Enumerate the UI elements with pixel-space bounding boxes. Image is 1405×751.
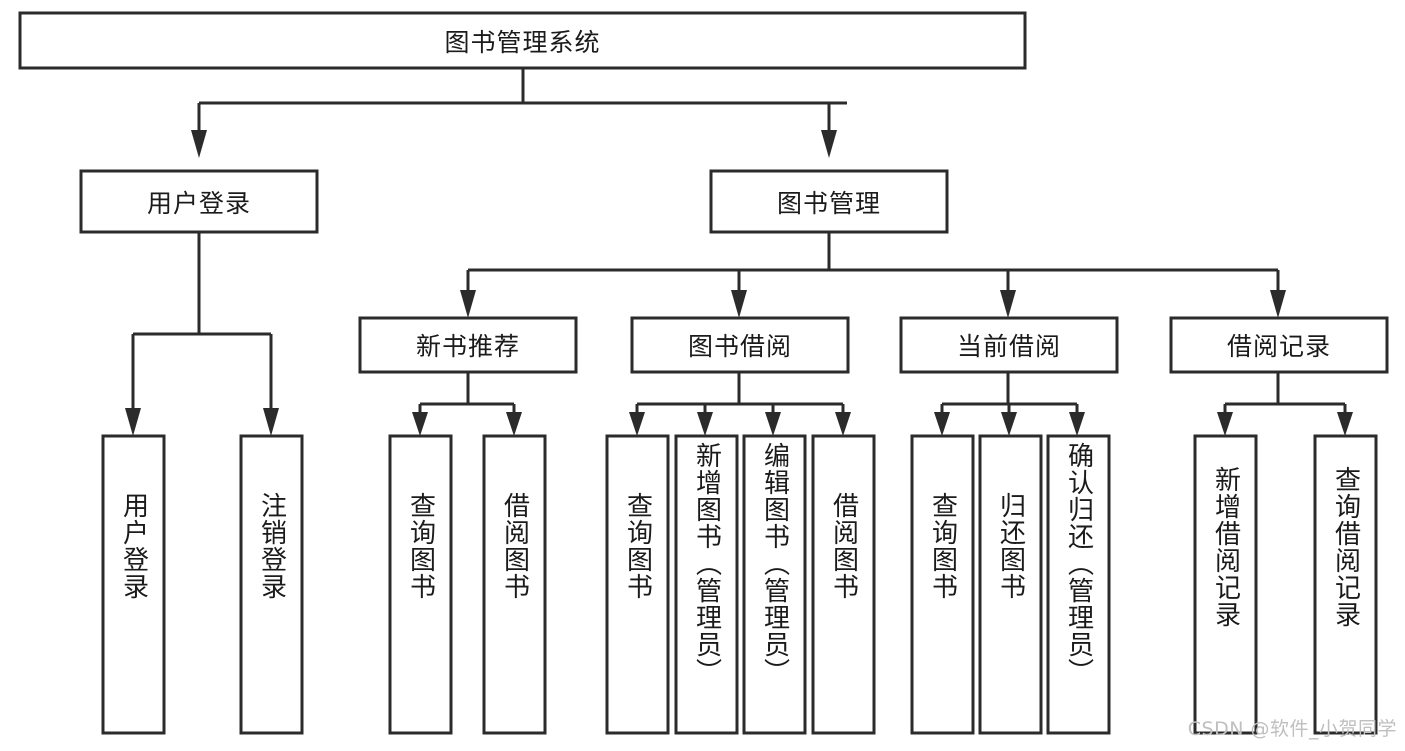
arrow-head-bb-add	[697, 412, 713, 436]
arrow-head-new-book	[460, 290, 476, 318]
edges-borrow-record-to-leaves	[1217, 372, 1353, 436]
arrow-head-leaf-logout	[263, 408, 279, 436]
csdn-watermark: CSDN @软件_小贺同学	[1187, 718, 1397, 740]
node-box-new-book-rec[interactable]	[358, 316, 578, 374]
edges-new-book-to-leaves	[412, 372, 522, 436]
edges-user-login-to-leaves	[125, 232, 279, 436]
edges-current-borrow-to-leaves	[934, 372, 1085, 436]
node-box-leaf-bb-add-book[interactable]	[674, 434, 739, 735]
node-box-book-manage[interactable]	[709, 169, 949, 234]
edges-borrow-book-to-leaves	[629, 372, 851, 436]
arrow-head-book-manage	[821, 130, 837, 158]
node-box-user-login[interactable]	[79, 169, 319, 234]
arrow-head-cb-query	[934, 412, 950, 436]
node-box-leaf-bb-borrow-book[interactable]	[811, 434, 876, 735]
arrow-head-bb-edit	[765, 412, 781, 436]
arrow-head-cb-return	[1001, 412, 1017, 436]
arrow-head-bb-query	[629, 412, 645, 436]
node-box-leaf-cb-return-book[interactable]	[978, 434, 1043, 735]
node-box-book-borrow[interactable]	[630, 316, 850, 374]
node-box-root[interactable]	[18, 11, 1027, 70]
arrow-head-nb-borrow	[506, 412, 522, 436]
node-box-leaf-br-add-record[interactable]	[1193, 434, 1258, 735]
node-box-leaf-logout[interactable]	[239, 434, 304, 735]
node-box-current-borrow[interactable]	[899, 316, 1119, 374]
node-box-leaf-nb-query-book[interactable]	[388, 434, 453, 735]
arrow-head-bb-borrow	[835, 412, 851, 436]
node-box-leaf-br-query-record[interactable]	[1313, 434, 1378, 735]
edges-book-manage-to-level3	[460, 232, 1286, 318]
node-box-leaf-cb-query-book[interactable]	[910, 434, 975, 735]
node-box-leaf-cb-confirm-return[interactable]	[1046, 434, 1111, 735]
arrow-head-borrow-book	[731, 290, 747, 318]
node-box-leaf-user-login[interactable]	[101, 434, 166, 735]
node-box-leaf-bb-query-book[interactable]	[605, 434, 670, 735]
arrow-head-user-login	[191, 130, 207, 158]
arrow-head-cb-confirm	[1069, 412, 1085, 436]
node-box-borrow-record[interactable]	[1169, 316, 1389, 374]
arrow-head-br-query	[1337, 412, 1353, 436]
arrow-head-br-add	[1217, 412, 1233, 436]
arrow-head-nb-query	[412, 412, 428, 436]
arrow-head-leaf-user-login	[125, 408, 141, 436]
edges-root-to-level2	[191, 68, 847, 158]
arrow-head-borrow-record	[1270, 290, 1286, 318]
node-box-leaf-bb-edit-book[interactable]	[742, 434, 807, 735]
arrow-head-current-borrow	[1000, 290, 1016, 318]
node-box-leaf-nb-borrow-book[interactable]	[482, 434, 547, 735]
